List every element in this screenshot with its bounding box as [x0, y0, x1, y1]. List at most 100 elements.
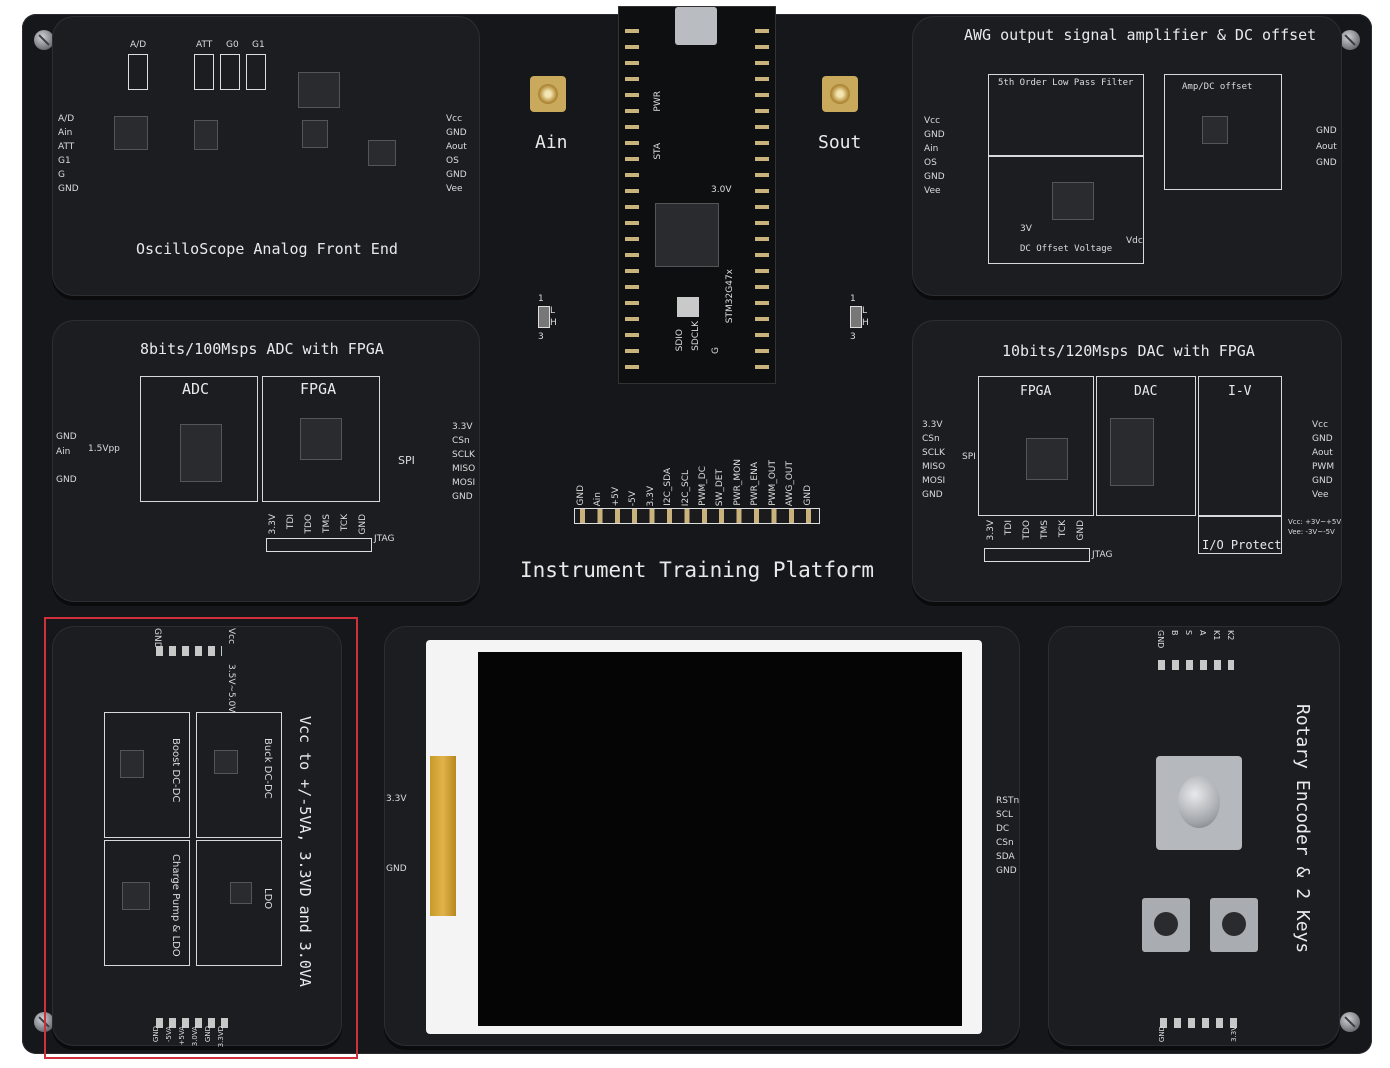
module-power[interactable]: GND Vcc 3.5V~5.0V Boost DC-DC Buck DC-DC… [52, 626, 342, 1048]
afe-mux [298, 72, 340, 108]
key-2-cap[interactable] [1222, 912, 1246, 936]
io-header-pin-label: GND [576, 485, 586, 506]
jtag-pin-row [984, 548, 1090, 562]
adc-box-label: ADC [182, 380, 210, 398]
switch-left-body[interactable] [538, 306, 550, 328]
key-1-cap[interactable] [1154, 912, 1178, 936]
adc-spi-label: SPI [398, 454, 415, 467]
afe-pin-label: GND [446, 128, 467, 138]
awg-left-pins: Vcc GND Ain OS GND Vee [924, 116, 954, 200]
power-pin-label: 3.3VD [217, 1026, 225, 1048]
encoder-pin-label: K1 [1212, 630, 1221, 641]
mcu-sta-label: STA [653, 143, 663, 160]
adc-pin-label: SCLK [452, 450, 475, 460]
afe-pin-label: Ain [58, 128, 73, 138]
io-header-pin-label: 3.3V [645, 485, 656, 506]
afe-relay [114, 116, 148, 150]
io-header-pin-label: SW_DET [715, 468, 726, 506]
fpga-chip [300, 418, 342, 460]
afe-jumper-ad[interactable] [128, 54, 148, 90]
jtag-pin-label: GND [358, 514, 368, 535]
module-lcd[interactable]: 3.3V GND RSTn SCL DC CSn SDA GND [384, 626, 1020, 1046]
encoder-pin-label: B [1170, 630, 1179, 636]
io-header-pin-label: PWM_OUT [767, 460, 778, 506]
switch-right[interactable]: 1 L H 3 [848, 294, 869, 344]
dac-pin-label: CSn [922, 434, 940, 444]
module-analog-front-end[interactable]: A/D ATT G0 G1 A/D Ain ATT G1 G GND Vcc G… [52, 16, 480, 296]
power-range: 3.5V~5.0V [226, 664, 236, 713]
dac-pin-label: GND [922, 490, 943, 500]
ldo-box [196, 840, 282, 966]
sout-sma-connector[interactable] [822, 76, 858, 112]
awg-pin-label: GND [1316, 158, 1337, 168]
screw-top-left [34, 30, 54, 50]
encoder-bottom-gnd: GND [1158, 1026, 1166, 1043]
switch-left-l: L [550, 306, 556, 316]
ain-label: Ain [535, 132, 568, 153]
afe-top-label-att: ATT [196, 40, 213, 50]
module-encoder[interactable]: GND B S A K1 K2 Rotary Encoder & 2 Keys … [1048, 626, 1340, 1046]
encoder-pin-label: GND [1156, 630, 1165, 649]
module-dac-fpga[interactable]: 10bits/120Msps DAC with FPGA FPGA DAC I-… [912, 320, 1342, 602]
adc-vpp-label: 1.5Vpp [88, 444, 120, 454]
screw-top-right [1340, 30, 1360, 50]
usb-c-connector[interactable] [675, 7, 717, 45]
dac-left-pins: 3.3V CSn SCLK MISO MOSI GND [922, 420, 954, 504]
io-header-pin-label: I2C_SDA [663, 468, 674, 506]
afe-jumper-att[interactable] [194, 54, 214, 90]
dac-iv-label: I-V [1228, 384, 1252, 399]
afe-top-label-ad: A/D [130, 40, 147, 50]
boost-label: Boost DC-DC [170, 738, 181, 803]
screw-bottom-right [1340, 1012, 1360, 1032]
afe-pin-label: GND [446, 170, 467, 180]
io-header-pin-label: AWG_OUT [785, 460, 796, 506]
afe-pin-label: Aout [446, 142, 467, 152]
dac-fpga-box [978, 376, 1094, 516]
adc-pin-label: GND [56, 475, 77, 485]
adc-jtag-header[interactable]: 3.3V TDI TDO TMS TCK GND [264, 514, 374, 554]
dac-pin-label: Aout [1312, 448, 1333, 458]
dac-pin-label: MOSI [922, 476, 946, 486]
buck-box [196, 712, 282, 838]
switch-left-1: 1 [538, 294, 544, 304]
ain-sma-connector[interactable] [530, 76, 566, 112]
switch-right-l: L [862, 306, 868, 316]
module-awg-amplifier[interactable]: AWG output signal amplifier & DC offset … [912, 16, 1342, 296]
adc-pin-label: GND [452, 492, 473, 502]
mcu-chip-label: STM32G47x [725, 269, 735, 324]
awg-pin-label: Vcc [924, 116, 941, 126]
afe-jumper-g1[interactable] [246, 54, 266, 90]
module-adc-fpga[interactable]: 8bits/100Msps ADC with FPGA ADC FPGA 1.5… [52, 320, 480, 602]
awg-right-pins: GND Aout GND [1316, 126, 1346, 174]
lcd-pin-label: SCL [996, 810, 1014, 820]
key-1-button[interactable] [1142, 898, 1190, 952]
switch-left[interactable]: 1 L H 3 [536, 294, 557, 344]
encoder-bottom-pins [1160, 1018, 1244, 1028]
io-header-pin-label: -5V [628, 490, 639, 506]
awg-lpf-label: 5th Order Low Pass Filter [998, 78, 1134, 88]
awg-pin-label: Aout [1316, 142, 1337, 152]
awg-title: AWG output signal amplifier & DC offset [964, 26, 1317, 44]
mcu-board[interactable]: STM32G47x 3.0V PWR STA SDIO SDCLK G [618, 6, 776, 384]
mcu-pin-row-left [625, 23, 639, 375]
dac-pin-label: MISO [922, 462, 946, 472]
io-header-pin-label: Ain [593, 491, 604, 506]
power-title: Vcc to +/-5VA, 3.3VD and 3.0VA [296, 716, 314, 987]
rotary-encoder-knob[interactable] [1178, 776, 1220, 828]
lcd-left-3v3: 3.3V [386, 794, 407, 804]
io-header-pin-label: PWM_DC [698, 466, 708, 506]
afe-jumper-g0[interactable] [220, 54, 240, 90]
awg-pin-label: Ain [924, 144, 939, 154]
switch-right-body[interactable] [850, 306, 862, 328]
dac-fpga-chip [1026, 438, 1068, 480]
dac-pin-label: PWM [1312, 462, 1335, 472]
dac-jtag-header[interactable]: 3.3V TDI TDO TMS TCK GND [982, 520, 1092, 564]
awg-dc-3v: 3V [1020, 224, 1032, 234]
key-2-button[interactable] [1210, 898, 1258, 952]
buck-label: Buck DC-DC [262, 738, 273, 799]
afe-opamp-1 [194, 120, 218, 150]
afe-pin-label: GND [58, 184, 79, 194]
switch-left-h: H [550, 318, 557, 328]
